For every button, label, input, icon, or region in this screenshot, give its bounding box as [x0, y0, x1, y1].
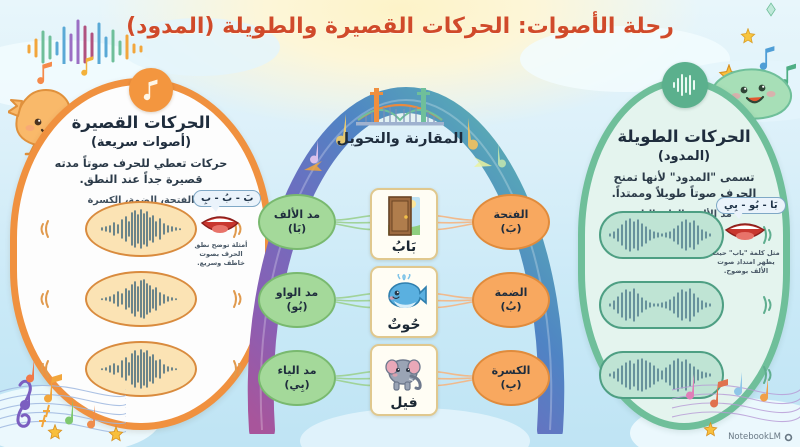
comparison-row: الفتحة (بَ) بَابُ مد الألف (بَا): [258, 188, 550, 266]
long-vowels-description: تسمى "المدود" لأنها تمنح الحرف صوتاً طوي…: [611, 170, 757, 200]
long-vowels-caption: مثل كلمة "باب" حيث يظهر امتداد صوت الألف…: [712, 249, 780, 275]
short-vowels-subheading: (أصوات سريعة): [90, 134, 192, 150]
elephant-icon: [385, 359, 422, 391]
mouth-icon: [724, 223, 766, 240]
long-waveform-card[interactable]: [599, 211, 724, 259]
short-waveform-card[interactable]: [85, 271, 197, 327]
short-vowel-label: الكسرة: [491, 363, 531, 377]
long-waveform-card[interactable]: [599, 351, 724, 399]
sound-ripple-icon: [763, 366, 772, 384]
short-vowels-heading: الحركات القصيرة: [71, 113, 211, 132]
short-vowel-value: (بُ): [500, 300, 522, 313]
music-note-icon: [781, 63, 796, 87]
long-vowel-label: مد الياء: [277, 363, 317, 377]
comparison-row: الكسرة (بِ) في: [258, 344, 550, 422]
page-title: رحلة الأصوات: الحركات القصيرة والطويلة (…: [126, 14, 674, 39]
example-word-card[interactable]: بَابُ: [370, 188, 438, 260]
sound-ripple-icon: [233, 290, 242, 308]
short-vowel-pill[interactable]: الفتحة (بَ): [472, 194, 550, 250]
long-vowel-label: مد الألف: [273, 207, 321, 221]
star-icon: [740, 28, 756, 44]
watermark: NotebookLM: [728, 432, 793, 442]
short-vowel-pill[interactable]: الكسرة (بِ): [472, 350, 550, 406]
music-note-icon: [759, 46, 775, 70]
word-illustration: [381, 272, 427, 316]
waveform-icon: [673, 74, 695, 96]
sound-ripple-icon: [40, 290, 49, 308]
whale-icon: [388, 274, 427, 308]
long-vowels-heading: الحركات الطويلة: [617, 127, 751, 146]
notebooklm-logo-icon: [784, 433, 793, 441]
word-illustration: [381, 350, 427, 394]
example-word: بَابُ: [391, 239, 417, 255]
door-icon: [388, 196, 420, 236]
long-vowels-badge: [662, 62, 708, 108]
short-vowel-value: (بَ): [500, 222, 522, 235]
long-vowel-pill[interactable]: مد الواو (بُو): [258, 272, 336, 328]
cloud-decoration: [120, 18, 280, 76]
long-vowel-value: (بِي): [284, 378, 310, 391]
short-vowels-list: الفتحة، الضمة، الكسرة: [39, 195, 243, 206]
long-vowels-panel: الحركات الطويلة (المدود) تسمى "المدود" ل…: [578, 78, 790, 430]
long-vowel-label: مد الواو: [275, 285, 319, 299]
sound-ripple-icon: [233, 360, 242, 378]
short-vowel-label: الضمة: [494, 285, 528, 299]
long-vowels-subheading: (المدود): [657, 148, 711, 164]
short-burst-waveform-icon: [101, 349, 177, 389]
long-vowel-pill[interactable]: مد الياء (بِي): [258, 350, 336, 406]
short-waveform-card[interactable]: [85, 201, 197, 257]
long-vowels-bubble: بَا - بُو - بِي: [716, 197, 786, 219]
sound-ripple-icon: [763, 226, 772, 244]
long-vowel-value: (بَا): [287, 222, 307, 235]
star-icon: [703, 422, 718, 437]
center-rainbow-arc: [247, 86, 565, 434]
star-icon: [47, 424, 63, 440]
short-vowel-value: (بِ): [500, 378, 522, 391]
music-note-icon: [766, 2, 776, 17]
short-waveform-card[interactable]: [85, 341, 197, 397]
long-vowel-pill[interactable]: مد الألف (بَا): [258, 194, 336, 250]
rainbow-waveform-decoration: [27, 19, 143, 64]
short-vowels-header: الحركات القصيرة (أصوات سريعة) حركات تعطي…: [17, 113, 265, 206]
comparison-row: الضمة (بُ) حُوتٌ مد الواو: [258, 266, 550, 344]
short-vowels-bubble: بَ - بُ - بِ: [193, 190, 262, 212]
mouth-icon: [200, 216, 240, 233]
sound-ripple-icon: [40, 220, 49, 238]
music-note-icon: [37, 61, 52, 85]
short-vowel-label: الفتحة: [493, 207, 529, 221]
music-staff-decoration: [0, 359, 126, 434]
watermark-text: NotebookLM: [728, 432, 781, 442]
long-vowel-value: (بُو): [286, 300, 308, 313]
star-icon: [108, 426, 124, 442]
short-vowels-description: حركات تعطي للحرف صوتاً مدته قصيرة جداً ع…: [54, 156, 228, 186]
short-vowel-pill[interactable]: الضمة (بُ): [472, 272, 550, 328]
sound-ripple-icon: [763, 296, 772, 314]
music-staff-decoration: [672, 372, 800, 423]
example-word: فيل: [390, 395, 418, 411]
example-word: حُوتٌ: [387, 317, 421, 333]
short-vowels-badge: [129, 68, 173, 112]
bridge-icon: [356, 88, 444, 126]
example-word-card[interactable]: فيل: [370, 344, 438, 416]
music-note-icon: [81, 56, 94, 76]
center-section-title: المقارنة والتحويل: [336, 131, 464, 147]
extended-waveform-icon: [608, 218, 711, 252]
short-burst-waveform-icon: [101, 209, 181, 249]
word-illustration: [384, 194, 424, 238]
short-vowels-caption: أمثلة توضح نطق الحرف بصوت خاطف وسريع.: [194, 241, 248, 267]
music-note-icon: [143, 79, 158, 101]
short-burst-waveform-icon: [101, 279, 177, 319]
example-word-card[interactable]: حُوتٌ: [370, 266, 438, 338]
sound-ripple-icon: [40, 360, 49, 378]
extended-waveform-icon: [608, 288, 711, 322]
long-waveform-card[interactable]: [599, 281, 724, 329]
